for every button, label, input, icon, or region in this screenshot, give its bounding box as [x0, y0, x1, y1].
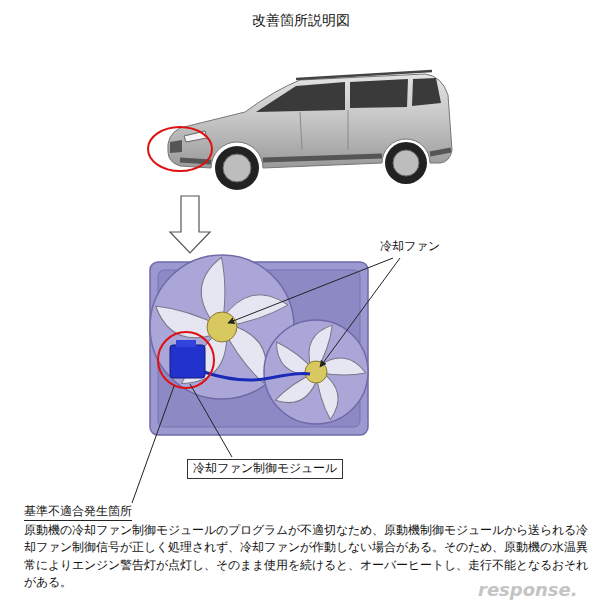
- leader-line: [190, 384, 232, 457]
- leader-line: [132, 386, 174, 503]
- highlight-ellipse: [148, 127, 212, 171]
- fan-module-illustration: [150, 254, 368, 435]
- part-label: 冷却ファン: [380, 239, 440, 255]
- defect-location-label: 基準不適合発生箇所: [24, 504, 132, 521]
- down-arrow: [170, 196, 210, 253]
- box-text: 冷却ファン制御モジュール: [193, 461, 337, 477]
- label-box: 冷却ファン制御モジュール: [187, 459, 343, 479]
- leader-line: [228, 258, 393, 323]
- watermark: response.: [478, 578, 578, 601]
- leader-line: [320, 258, 400, 367]
- car-illustration: [168, 71, 452, 190]
- diagram-title: 改善箇所説明図: [0, 11, 602, 29]
- highlight-circle: [158, 332, 214, 388]
